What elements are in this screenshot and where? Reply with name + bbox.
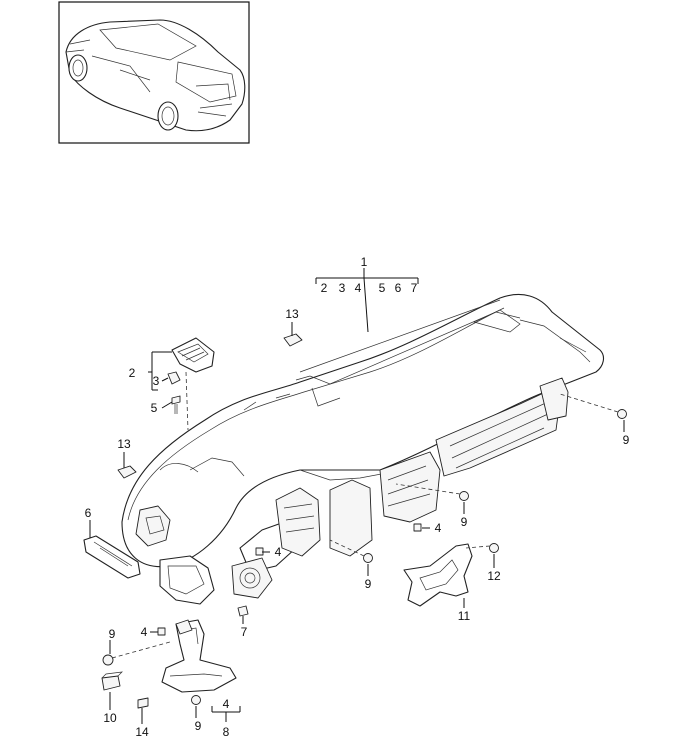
- callout-4-left: 4: [141, 625, 148, 639]
- callout-9-center: 9: [365, 577, 372, 591]
- callout-group1-item: 5: [379, 281, 386, 295]
- callout-1: 1: [361, 255, 368, 269]
- callout-13-upper: 13: [285, 307, 299, 321]
- callout-9-bottom: 9: [195, 719, 202, 733]
- callout-2: 2: [129, 366, 136, 380]
- clip-part-14: [137, 697, 149, 709]
- callout-9-right: 9: [623, 433, 630, 447]
- vent-guide-line: [185, 371, 189, 431]
- clip-part-7: [237, 605, 249, 617]
- clip-part-3: [167, 371, 181, 385]
- callout-6: 6: [85, 506, 92, 520]
- bolt-part-9-bottom: [191, 695, 201, 705]
- bracket-part-11: [403, 543, 473, 607]
- vehicle-thumbnail: [58, 1, 250, 144]
- bolt-part-9-right: [559, 393, 627, 419]
- bolt-part-9-mid: [395, 483, 469, 501]
- callout-group1-item: 6: [395, 281, 402, 295]
- nut-part-4-mid: [255, 547, 264, 556]
- callout-9-left: 9: [109, 627, 116, 641]
- callout-5: 5: [151, 401, 158, 415]
- callout-12: 12: [487, 569, 501, 583]
- leader-lines: [89, 268, 625, 724]
- callout-9-mid: 9: [461, 515, 468, 529]
- callout-13-lower: 13: [117, 437, 131, 451]
- callout-10: 10: [103, 711, 117, 725]
- callout-4-bottom: 4: [223, 697, 230, 711]
- nut-part-4-right: [413, 523, 422, 532]
- callout-group1-item: 4: [355, 281, 362, 295]
- screw-part-5: [171, 395, 181, 414]
- bolt-part-12: [465, 543, 499, 553]
- dashboard-carrier: [121, 294, 605, 605]
- air-vent-part: [171, 337, 215, 373]
- bolt-part-9-left: [102, 641, 171, 666]
- callout-group1-item: 2: [321, 281, 328, 295]
- bracket-part-8: [161, 619, 237, 693]
- bolt-part-9-center: [329, 539, 373, 563]
- callout-labels: 1 2 3 4 5 6 7 2 3 5 13 13 6 4 4 4 4 7 8 …: [85, 255, 630, 739]
- trim-strip-part-6: [83, 535, 141, 579]
- callout-8: 8: [223, 725, 230, 739]
- clip-part-13-upper: [283, 333, 303, 347]
- clip-part-13-lower: [117, 465, 137, 479]
- callout-group1-item: 7: [411, 281, 418, 295]
- callout-7: 7: [241, 625, 248, 639]
- callout-4-mid: 4: [275, 545, 282, 559]
- callout-group1-item: 3: [339, 281, 346, 295]
- callout-4-right: 4: [435, 521, 442, 535]
- car-outline-icon: [65, 19, 246, 132]
- nut-part-4-left: [157, 627, 166, 636]
- block-part-10: [101, 671, 123, 691]
- callout-3: 3: [153, 374, 160, 388]
- callout-14: 14: [135, 725, 149, 739]
- callout-11: 11: [458, 609, 471, 623]
